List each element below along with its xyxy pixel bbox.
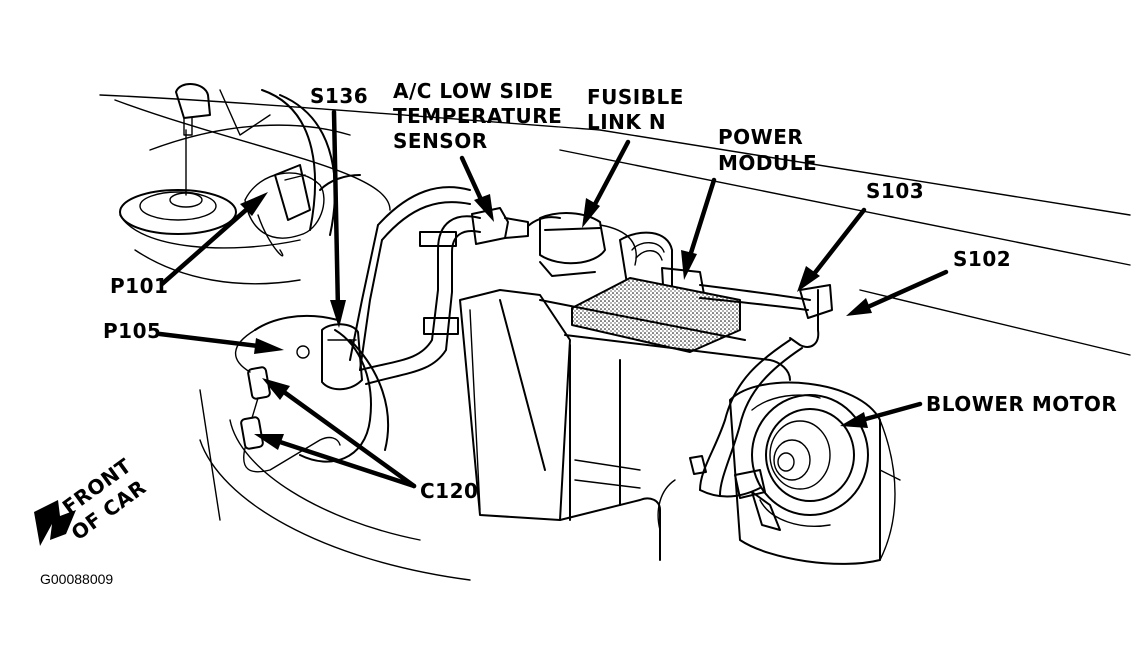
- label-fusible-link-line2: LINK N: [587, 110, 666, 134]
- label-s102: S102: [953, 247, 1011, 271]
- label-s103: S103: [866, 179, 924, 203]
- label-ac-sensor-line1: A/C LOW SIDE: [393, 79, 554, 103]
- label-p101: P101: [110, 274, 168, 298]
- label-s136: S136: [310, 84, 368, 108]
- front-direction-arrow-icon: [34, 500, 76, 546]
- callout-labels: S136 A/C LOW SIDE TEMPERATURE SENSOR FUS…: [40, 79, 1117, 587]
- figure-code: G00088009: [40, 571, 113, 587]
- engine-compartment-drawing: [99, 83, 1131, 581]
- label-fusible-link-line1: FUSIBLE: [587, 85, 684, 109]
- label-ac-sensor-line3: SENSOR: [393, 129, 488, 153]
- callout-arrows: [34, 109, 949, 546]
- label-c120: C120: [420, 479, 478, 503]
- label-blower-motor: BLOWER MOTOR: [926, 392, 1117, 416]
- label-power-module-line2: MODULE: [718, 151, 817, 175]
- label-ac-sensor-line2: TEMPERATURE: [393, 104, 562, 128]
- label-power-module-line1: POWER: [718, 125, 803, 149]
- label-p105: P105: [103, 319, 161, 343]
